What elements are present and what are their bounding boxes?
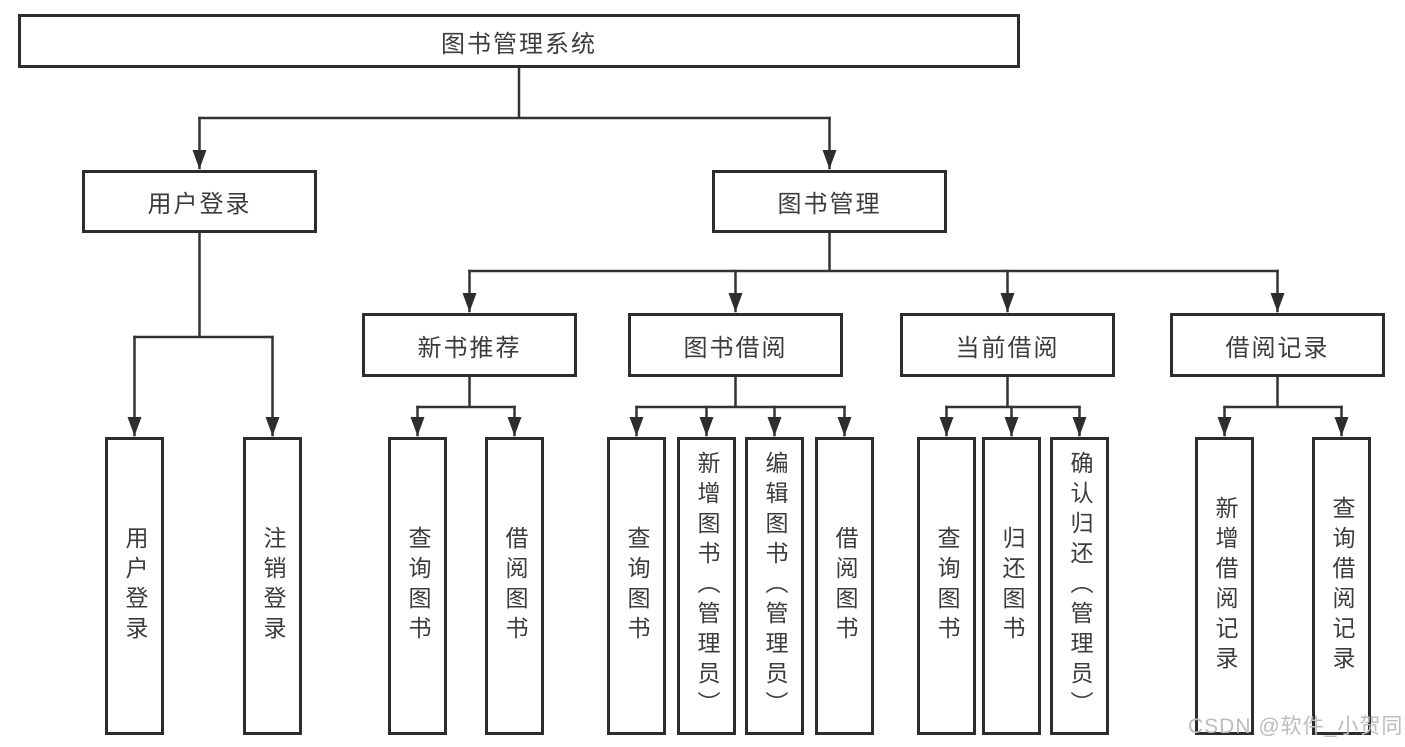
leaf-br-query-record-label: 查询借阅记录 <box>1329 496 1355 676</box>
leaf-bb-edit-book-admin: 编辑图书（管理员） <box>745 437 804 735</box>
leaf-nb-borrow-book-label: 借阅图书 <box>502 526 528 646</box>
leaf-bb-query-book-label: 查询图书 <box>624 526 650 646</box>
leaf-user-login: 用户登录 <box>105 437 164 735</box>
leaf-bb-query-book: 查询图书 <box>607 437 666 735</box>
leaf-logout: 注销登录 <box>243 437 302 735</box>
node-current-borrowing: 当前借阅 <box>900 313 1115 377</box>
node-book-borrowing: 图书借阅 <box>628 313 843 377</box>
leaf-bb-borrow-book-label: 借阅图书 <box>832 526 858 646</box>
leaf-br-add-record: 新增借阅记录 <box>1195 437 1254 735</box>
leaf-cb-confirm-return-admin-label: 确认归还（管理员） <box>1067 451 1093 721</box>
leaf-bb-add-book-admin: 新增图书（管理员） <box>677 437 736 735</box>
connector-root-bus <box>198 66 831 120</box>
leaf-br-query-record: 查询借阅记录 <box>1312 437 1371 735</box>
leaf-nb-borrow-book: 借阅图书 <box>485 437 544 735</box>
leaf-cb-query-book: 查询图书 <box>917 437 976 735</box>
leaf-bb-borrow-book: 借阅图书 <box>815 437 874 735</box>
connector-new-book-rec-bus <box>416 375 516 409</box>
node-book-management: 图书管理 <box>712 170 947 233</box>
leaf-cb-return-book-label: 归还图书 <box>999 526 1025 646</box>
leaf-bb-add-book-admin-label: 新增图书（管理员） <box>694 451 720 721</box>
leaf-cb-confirm-return-admin: 确认归还（管理员） <box>1050 437 1109 735</box>
node-user-login: 用户登录 <box>82 170 317 233</box>
connector-book-mgmt-bus <box>468 231 1279 273</box>
leaf-br-add-record-label: 新增借阅记录 <box>1212 496 1238 676</box>
leaf-nb-query-book-label: 查询图书 <box>405 526 431 646</box>
leaf-cb-query-book-label: 查询图书 <box>934 526 960 646</box>
node-borrowing-records: 借阅记录 <box>1170 313 1385 377</box>
connector-user-login-bus <box>133 231 274 339</box>
node-new-book-recommend: 新书推荐 <box>362 313 577 377</box>
csdn-watermark: CSDN @软件_小贺同学 <box>1188 715 1405 738</box>
leaf-bb-edit-book-admin-label: 编辑图书（管理员） <box>762 451 788 721</box>
connector-book-borrow-bus <box>635 375 846 409</box>
connector-current-borrow-bus <box>945 375 1081 409</box>
leaf-nb-query-book: 查询图书 <box>388 437 447 735</box>
connector-borrow-record-bus <box>1223 375 1343 409</box>
leaf-logout-label: 注销登录 <box>260 526 286 646</box>
leaf-cb-return-book: 归还图书 <box>982 437 1041 735</box>
leaf-user-login-label: 用户登录 <box>122 526 148 646</box>
node-library-system: 图书管理系统 <box>18 14 1020 68</box>
